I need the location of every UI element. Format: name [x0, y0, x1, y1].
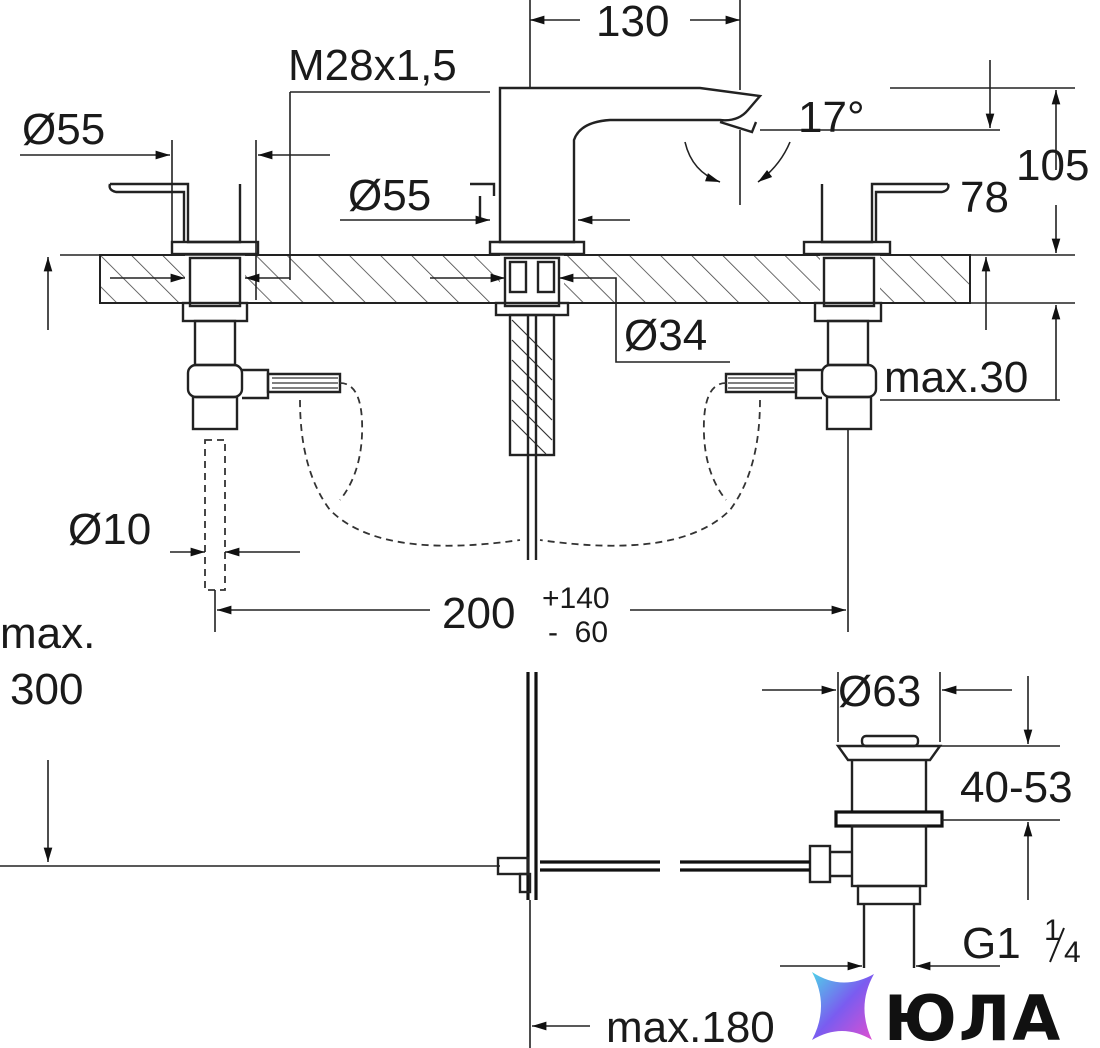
dim-pipe-diameter: Ø10 [68, 505, 151, 554]
dim-drain-diameter: Ø63 [838, 667, 921, 716]
dim-drain-thread-den: 4 [1064, 936, 1081, 969]
spout [299, 86, 763, 900]
dim-spout-thread: M28x1,5 [288, 41, 457, 90]
dim-handle-spacing-plus: +140 [542, 582, 610, 615]
popup-drain [496, 734, 944, 968]
dim-hole-diameter: Ø34 [624, 311, 707, 360]
dim-drain-height: 40-53 [960, 763, 1073, 812]
countertop-slab [60, 252, 1075, 306]
dim-handle-diameter: Ø55 [22, 105, 105, 154]
dim-max-projection: max.180 [606, 1003, 775, 1048]
dim-spout-spacing: 130 [596, 0, 669, 46]
dim-max-height-line1: max. [0, 609, 95, 658]
dim-spout-base-diameter: Ø55 [348, 171, 431, 220]
dim-max-height-line2: 300 [10, 665, 83, 714]
right-handle-valve [724, 182, 950, 431]
brand-name: ЮЛА [884, 982, 1062, 1048]
dim-handle-spacing: 200 [442, 589, 515, 638]
brand-watermark: ЮЛА [812, 972, 1062, 1048]
dim-handle-spacing-minus: - 60 [548, 616, 608, 649]
dim-drain-thread: G1 [962, 919, 1021, 968]
dim-spout-angle: 17° [798, 93, 865, 142]
left-handle-valve [108, 182, 342, 591]
dim-max-deck-thickness: max.30 [884, 353, 1028, 402]
brand-logo-icon [812, 972, 874, 1040]
dim-total-height: 105 [1016, 141, 1089, 190]
dim-drain-thread-num: 1 [1044, 914, 1061, 947]
dim-outlet-height: 78 [960, 173, 1009, 222]
dimension-lines [0, 0, 1075, 1048]
